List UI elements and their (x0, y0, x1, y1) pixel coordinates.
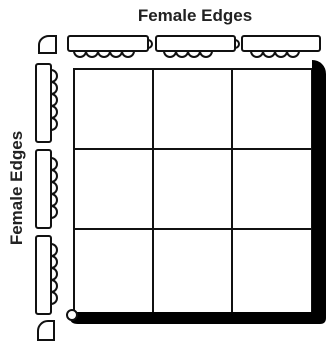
top-edge-strip-3 (242, 36, 320, 57)
bottom-corner-piece (38, 321, 54, 340)
top-edge-strip-1 (68, 36, 152, 57)
left-edge-strip-3 (36, 236, 57, 314)
left-edge-strip-2 (36, 150, 57, 228)
bottom-border-knob (67, 310, 77, 320)
top-edge-strip-2 (156, 36, 239, 57)
top-corner-piece (39, 36, 56, 53)
thick-border-right-bottom (70, 60, 326, 324)
puzzle-grid (74, 69, 312, 313)
left-edge-strip-1 (36, 64, 57, 142)
